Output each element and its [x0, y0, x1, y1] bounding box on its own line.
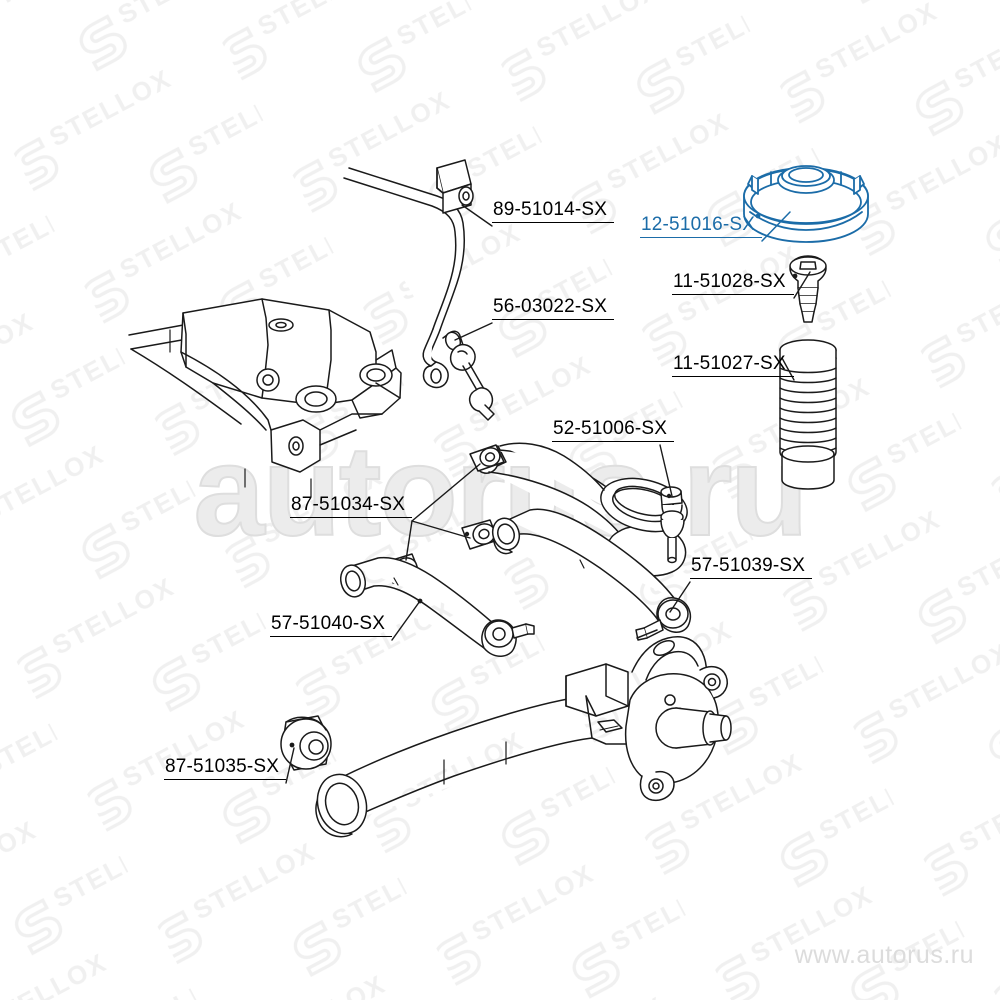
part-label-text: 11-51028-SX — [673, 271, 786, 292]
part-label-11-51027-SX[interactable]: 11-51027-SX — [672, 354, 794, 377]
part-label-12-51016-SX[interactable]: 12-51016-SX — [640, 215, 762, 238]
part-label-52-51006-SX[interactable]: 52-51006-SX — [552, 419, 674, 442]
part-label-57-51040-SX[interactable]: 57-51040-SX — [270, 614, 392, 637]
part-art-stabilizer-link — [442, 330, 495, 421]
part-label-56-03022-SX[interactable]: 56-03022-SX — [492, 297, 614, 320]
part-label-89-51014-SX[interactable]: 89-51014-SX — [492, 200, 614, 223]
label-underline — [492, 319, 614, 320]
part-label-87-51034-SX[interactable]: 87-51034-SX — [290, 495, 412, 518]
label-underline — [492, 222, 614, 223]
label-underline — [164, 779, 286, 780]
label-underline — [270, 636, 392, 637]
part-label-text: 89-51014-SX — [493, 199, 608, 220]
label-underline — [290, 517, 412, 518]
part-label-text: 87-51035-SX — [165, 756, 280, 777]
label-underline — [640, 237, 762, 238]
part-art-lower-lateral-arm — [339, 556, 535, 657]
site-url-watermark: www.autorus.ru — [794, 941, 974, 969]
part-art-bump-stop — [789, 255, 827, 323]
label-underline — [552, 441, 674, 442]
part-label-text: 12-51016-SX — [641, 214, 756, 235]
part-label-text: 56-03022-SX — [493, 296, 608, 317]
part-art-trailing-arm-bushing — [280, 715, 332, 771]
part-label-text: 87-51034-SX — [291, 494, 406, 515]
part-label-text: 57-51040-SX — [271, 613, 386, 634]
part-art-trailing-arm-assembly — [315, 629, 732, 838]
part-label-87-51035-SX[interactable]: 87-51035-SX — [164, 757, 286, 780]
part-label-text: 52-51006-SX — [553, 418, 668, 439]
part-label-11-51028-SX[interactable]: 11-51028-SX — [672, 272, 794, 295]
part-art-stabilizer-bushing — [436, 159, 474, 214]
label-underline — [690, 578, 812, 579]
part-art-subframe — [128, 298, 402, 498]
part-label-57-51039-SX[interactable]: 57-51039-SX — [690, 556, 812, 579]
part-label-text: 11-51027-SX — [673, 353, 786, 374]
label-underline — [672, 376, 794, 377]
label-underline — [672, 294, 794, 295]
part-art-strut-mount — [743, 165, 869, 243]
part-label-text: 57-51039-SX — [691, 555, 806, 576]
